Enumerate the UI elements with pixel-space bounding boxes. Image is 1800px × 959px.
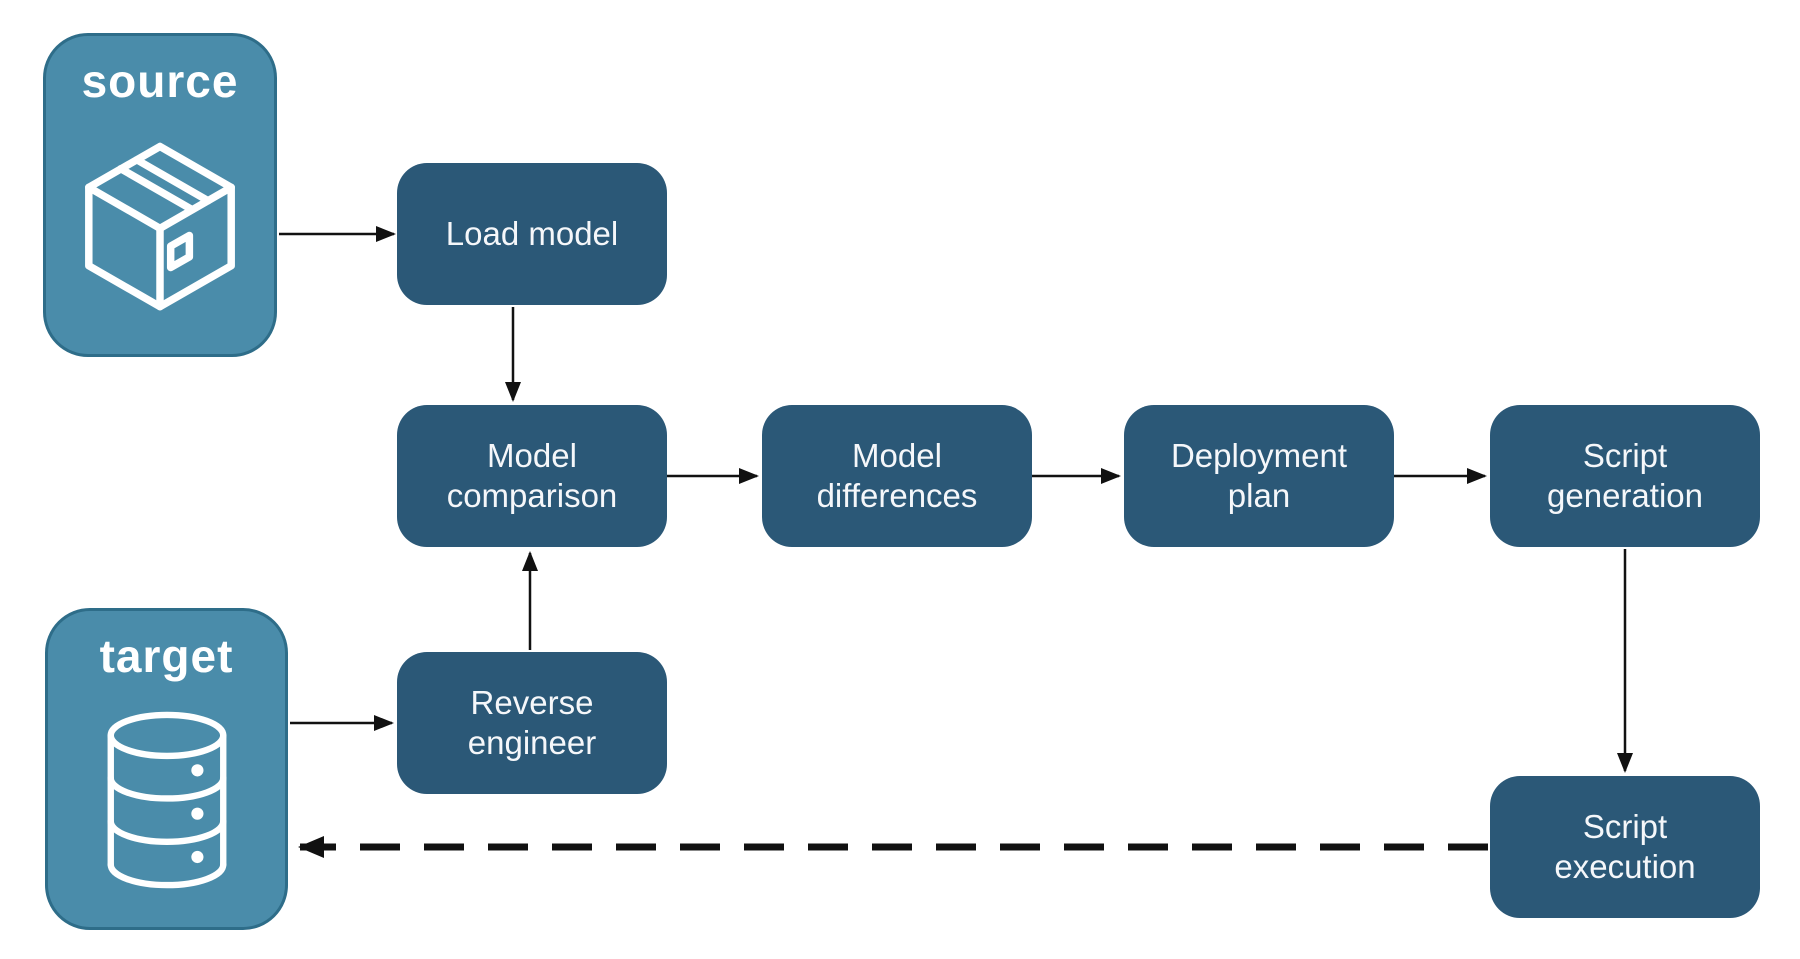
node-deployment-plan: Deployment plan (1124, 405, 1394, 547)
node-script-generation-label: Script generation (1547, 436, 1703, 514)
node-load-model: Load model (397, 163, 667, 305)
node-deployment-plan-label: Deployment plan (1170, 436, 1348, 514)
node-reverse-engineer: Reverse engineer (397, 652, 667, 794)
node-model-differences-label: Model differences (816, 436, 978, 514)
package-box-icon (71, 134, 249, 312)
source-title: source (81, 55, 239, 107)
node-script-generation: Script generation (1490, 405, 1760, 547)
node-model-differences: Model differences (762, 405, 1032, 547)
node-target: target (45, 608, 288, 930)
node-script-execution-label: Script execution (1554, 807, 1696, 885)
target-title: target (99, 630, 234, 682)
node-reverse-engineer-label: Reverse engineer (467, 683, 597, 761)
node-model-comparison-label: Model comparison (446, 436, 618, 514)
node-load-model-label: Load model (445, 214, 619, 252)
node-model-comparison: Model comparison (397, 405, 667, 547)
database-icon (91, 705, 243, 895)
node-source: source (43, 33, 277, 357)
node-script-execution: Script execution (1490, 776, 1760, 918)
